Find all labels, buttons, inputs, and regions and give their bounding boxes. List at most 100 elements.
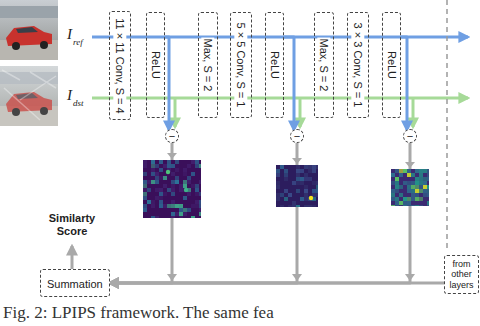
distortion-streaks	[2, 70, 56, 120]
car-wheel	[40, 107, 48, 115]
map-cell	[191, 160, 195, 164]
map-cell	[284, 169, 288, 173]
map-cell	[195, 204, 199, 208]
layer-box: ReLU	[382, 12, 401, 118]
map-cell	[296, 205, 300, 207]
map-cell	[151, 164, 155, 168]
map-cell	[179, 184, 183, 188]
map-cell	[423, 177, 427, 181]
map-cell	[403, 205, 407, 206]
layer-box: Max, S = 2	[314, 12, 334, 118]
difference-circle: −	[290, 129, 304, 143]
map-cell	[151, 180, 155, 184]
map-cell	[399, 185, 403, 189]
arrow-head	[405, 162, 415, 168]
map-cell	[179, 204, 183, 208]
map-cell	[312, 169, 316, 173]
distance-map	[143, 153, 201, 281]
map-cell	[304, 173, 308, 177]
map-cell	[415, 185, 419, 189]
map-cell	[415, 181, 419, 185]
arrow-head	[167, 153, 177, 159]
map-cell	[300, 181, 304, 185]
map-cell	[276, 185, 280, 189]
map-cell	[316, 185, 318, 189]
car-wheel	[12, 42, 20, 50]
map-cell	[171, 172, 175, 176]
map-cell	[175, 180, 179, 184]
map-cell	[284, 189, 288, 193]
map-cell	[296, 169, 300, 173]
map-cell	[276, 181, 280, 185]
map-cell	[427, 201, 429, 205]
map-cell	[419, 185, 423, 189]
minus-sign: −	[294, 131, 300, 142]
map-cell	[147, 180, 151, 184]
map-cell	[316, 189, 318, 193]
map-cell	[288, 193, 292, 197]
map-cell	[288, 205, 292, 207]
map-cell	[316, 193, 318, 197]
node-label: from other layers	[446, 259, 477, 290]
map-cell	[427, 189, 429, 193]
map-cell	[415, 205, 419, 206]
map-cell	[395, 177, 399, 181]
node-label: Max, S = 2	[318, 38, 331, 93]
map-cell	[415, 197, 419, 201]
layer-box: 11 × 11 Conv, S = 4	[109, 11, 131, 120]
image-symbol: I	[67, 87, 72, 104]
map-cell	[284, 177, 288, 181]
map-ground	[143, 160, 201, 218]
map-cell	[308, 169, 312, 173]
edge-connector	[110, 143, 410, 283]
difference-circle: −	[403, 129, 417, 143]
map-cell	[171, 192, 175, 196]
map-cell	[391, 205, 395, 206]
map-cell	[411, 173, 415, 177]
dst-photo	[0, 66, 58, 126]
image-subscript: dst	[73, 98, 84, 108]
map-cell	[419, 197, 423, 201]
map-cell	[183, 208, 187, 212]
map-cell	[304, 193, 308, 197]
map-cell	[395, 181, 399, 185]
map-cell	[304, 165, 308, 169]
map-cell	[304, 197, 308, 201]
map-cell	[151, 204, 155, 208]
map-cell	[159, 188, 163, 192]
map-cell	[407, 169, 411, 173]
map-cell	[171, 216, 175, 218]
map-cell	[280, 205, 284, 207]
map-cell	[292, 181, 296, 185]
map-cell	[195, 160, 199, 164]
map-cell	[312, 189, 316, 193]
arrow-head	[405, 274, 415, 281]
map-cell	[143, 192, 147, 196]
map-cell	[195, 192, 199, 196]
map-cell	[183, 184, 187, 188]
map-cell	[280, 193, 284, 197]
map-cell	[171, 184, 175, 188]
ref-flow-line	[92, 36, 468, 39]
map-cell	[276, 197, 280, 201]
map-cell	[183, 168, 187, 172]
layer-separator	[446, 0, 448, 250]
map-cell	[395, 169, 399, 173]
map-cell	[300, 177, 304, 181]
map-cell	[191, 204, 195, 208]
map-cell	[427, 193, 429, 197]
map-cell	[187, 164, 191, 168]
map-cell	[143, 196, 147, 200]
map-cell	[191, 172, 195, 176]
map-cell	[304, 177, 308, 181]
map-cell	[171, 212, 175, 216]
map-cell	[171, 180, 175, 184]
node-label: 5 × 5 Conv, S = 1	[235, 22, 248, 109]
map-cell	[171, 204, 175, 208]
map-cell	[391, 189, 395, 193]
map-cell	[419, 173, 423, 177]
map-cell	[171, 164, 175, 168]
map-cell	[199, 192, 201, 196]
map-cell	[155, 196, 159, 200]
